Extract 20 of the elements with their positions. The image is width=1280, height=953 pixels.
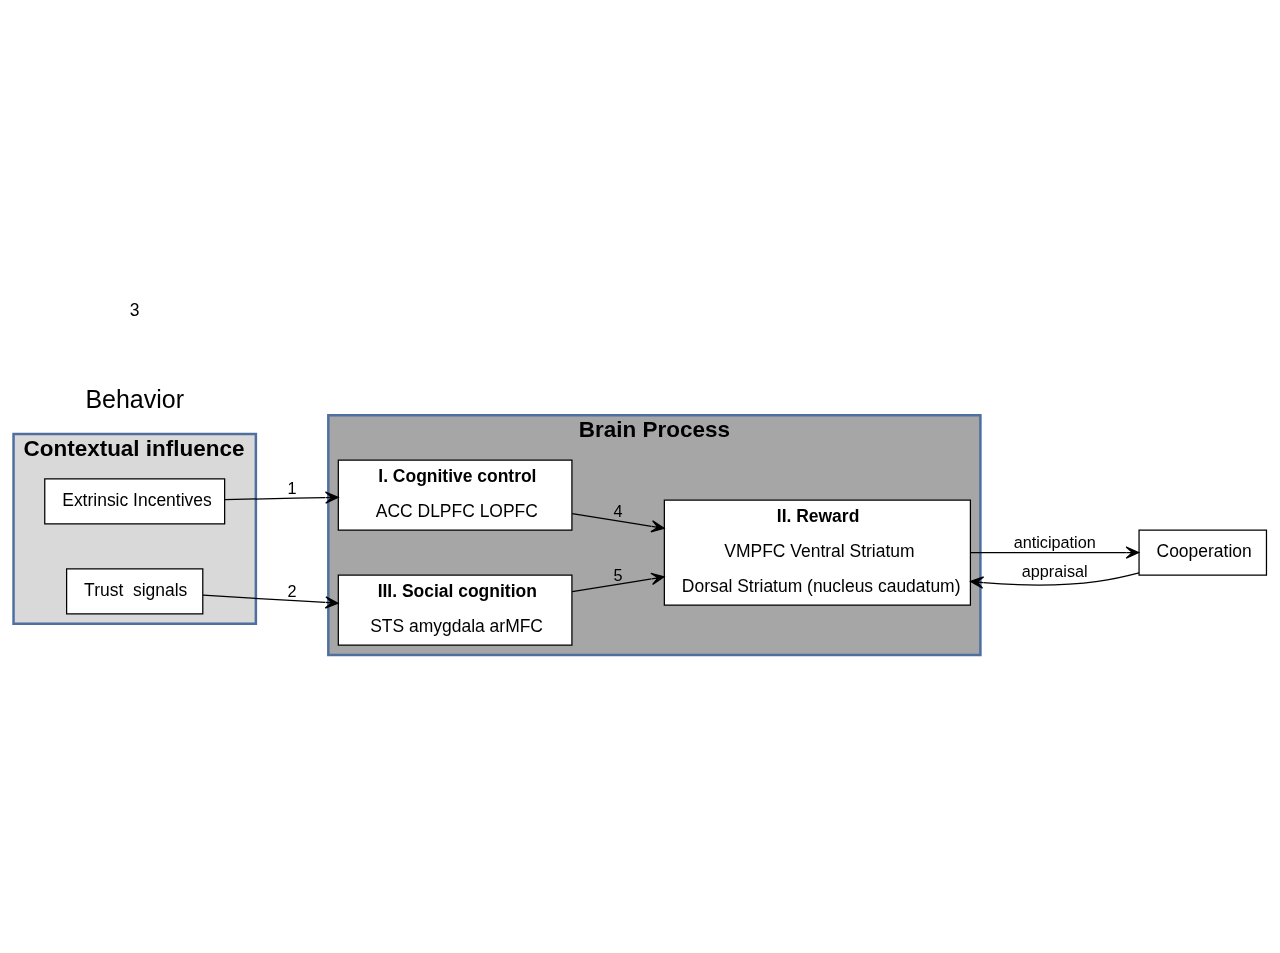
- node-box: Cooperation: [1138, 528, 1268, 576]
- edge-label: 5: [613, 565, 623, 584]
- arrow: [571, 512, 665, 532]
- arrow: [202, 594, 339, 609]
- edge-label: appraisal: [1021, 561, 1088, 580]
- node-box: I. Cognitive control ACC DLPFC LOPFC: [337, 459, 573, 531]
- edge-label: anticipation: [1013, 532, 1096, 551]
- edge-label: 1: [287, 478, 297, 497]
- node-box: III. Social cognition STS amygdala arMFC: [337, 573, 573, 646]
- label: Behavior: [85, 384, 184, 413]
- arrow: [571, 572, 665, 592]
- node-box: Extrinsic Incentives: [44, 477, 226, 524]
- edge-label: 2: [287, 581, 297, 600]
- arrow: [224, 490, 339, 504]
- arrow: [970, 571, 1140, 589]
- node-box: II. Reward VMPFC Ventral Striatum Dorsal Striatum (nucleus caudatum): [663, 499, 972, 606]
- edge-label: 4: [613, 501, 623, 520]
- label: 3: [129, 299, 140, 320]
- node-box: Trust signals: [66, 567, 204, 614]
- arrow: [969, 545, 1140, 559]
